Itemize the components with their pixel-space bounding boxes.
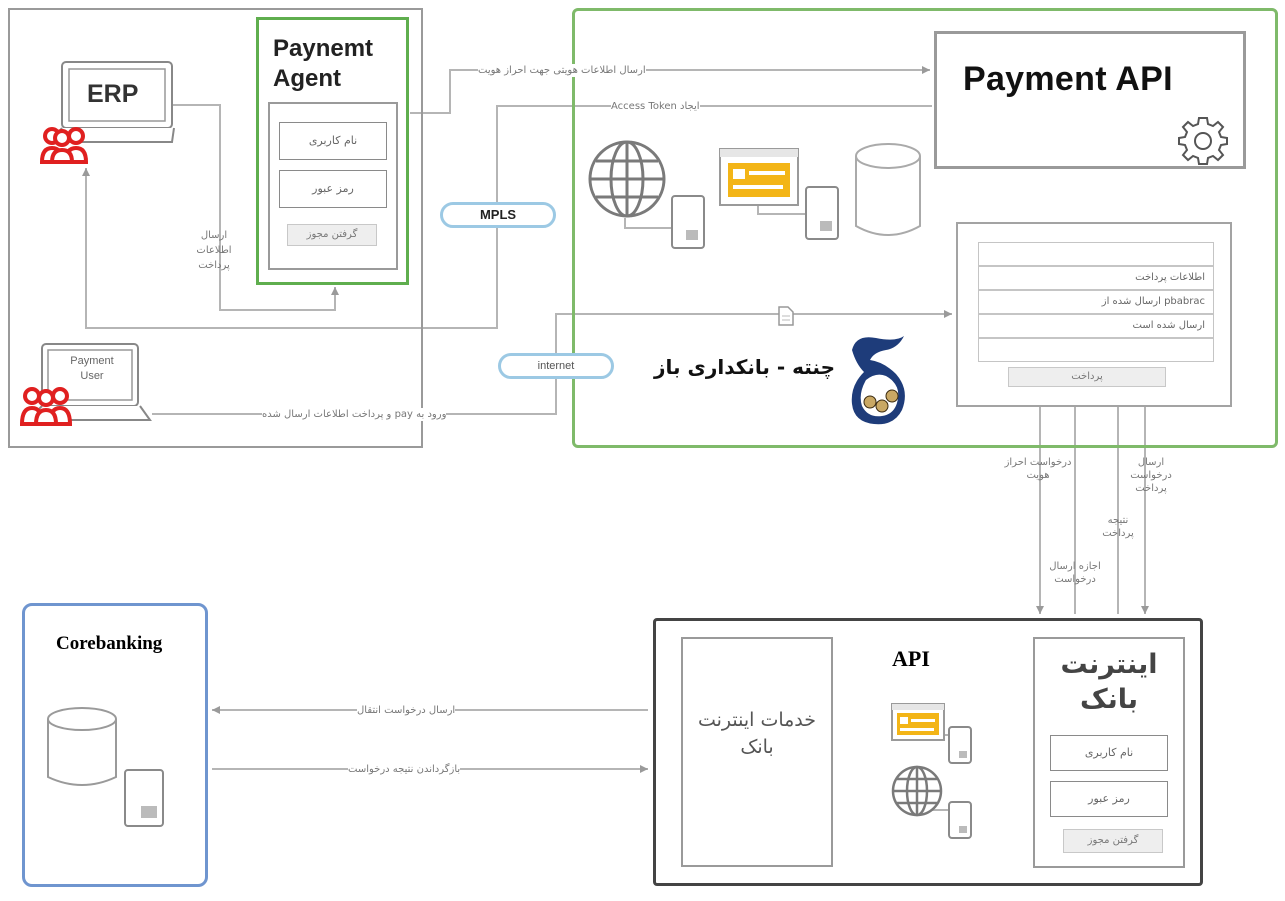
mobile-device-icon [671, 195, 705, 249]
agent-auth-button[interactable]: گرفتن مجوز [287, 224, 377, 246]
document-icon [778, 306, 794, 326]
right-openbanking-frame [572, 8, 1278, 448]
payment-form-row [978, 242, 1214, 266]
api-title: API [892, 646, 930, 671]
mobile-device-icon [124, 769, 164, 827]
payment-agent-login-panel: نام کاربری رمز عبور گرفتن مجوز [268, 102, 398, 270]
erp-label: ERP [87, 80, 139, 108]
agent-username-field[interactable]: نام کاربری [279, 122, 387, 160]
label-send-permission: اجازه ارسال درخواست [1049, 561, 1101, 585]
label-return-result: بازگرداندن نتیجه درخواست [348, 763, 461, 776]
payment-agent-title-line1: Paynemt [273, 35, 374, 62]
mobile-device-icon [805, 186, 839, 240]
globe-icon [891, 765, 943, 817]
label-access-token: ایجاد Access Token [611, 100, 700, 113]
label-transfer-request: ارسال درخواست انتقال [357, 704, 456, 717]
bank-username-field[interactable]: نام کاربری [1050, 735, 1168, 771]
corebanking-title: Corebanking [56, 633, 163, 654]
pay-button[interactable]: پرداخت [1008, 367, 1166, 387]
corebanking-frame [22, 603, 208, 887]
bank-api-frame [653, 618, 1203, 886]
internet-pill: internet [498, 353, 614, 379]
internet-bank-title: اینترنت بانک [1060, 649, 1158, 715]
payment-agent-title-line2: Agent [273, 65, 341, 92]
payment-form-row: ارسال شده است [978, 314, 1214, 338]
payment-form-row: pbabrac ارسال شده از [978, 290, 1214, 314]
bank-auth-button[interactable]: گرفتن مجوز [1063, 829, 1163, 853]
label-send-identity-info: ارسال اطلاعات هویتی جهت احراز هویت [478, 64, 646, 77]
payment-api-title: Payment API [963, 60, 1173, 98]
label-payment-result: نتیجه پرداخت [1102, 515, 1134, 539]
bank-services-title: خدمات اینترنت بانک [697, 709, 817, 758]
mpls-pill: MPLS [440, 202, 556, 228]
payment-api-box: Payment API [934, 31, 1246, 169]
brand-text: چنته - بانکداری باز [654, 355, 836, 379]
globe-icon [588, 140, 666, 218]
label-login-pay: ورود به pay و پرداخت اطلاعات ارسال شده [262, 408, 447, 421]
payment-agent-title: Paynemt Agent [273, 34, 373, 94]
gear-icon [1178, 117, 1228, 165]
label-send-payment-request: ارسال درخواست پرداخت [1130, 457, 1172, 494]
database-icon [855, 143, 921, 236]
label-send-payment-info: ارسال اطلاعات پرداخت [196, 230, 232, 271]
mobile-device-icon [948, 726, 972, 764]
user-group-icon [20, 387, 73, 426]
brand-logo-icon [851, 336, 905, 425]
payment-form-row: اطلاعات پرداخت [978, 266, 1214, 290]
erp-laptop-icon [40, 61, 175, 164]
card-screen-icon [891, 703, 945, 741]
user-group-icon [40, 127, 89, 164]
mobile-device-icon [948, 801, 972, 839]
payment-form-box: اطلاعات پرداخت pbabrac ارسال شده از ارسا… [956, 222, 1232, 407]
left-client-frame [8, 8, 423, 448]
card-screen-icon [719, 148, 799, 206]
payment-user-label: Payment User [52, 354, 132, 384]
arrow-agent-to-api [410, 66, 930, 114]
label-auth-request: درخواست احراز هویت [1004, 457, 1072, 481]
arrow-erp-to-agent [172, 104, 339, 311]
database-icon [47, 707, 117, 786]
bank-services-box: خدمات اینترنت بانک [681, 637, 833, 867]
payment-user-laptop-icon [20, 343, 152, 426]
payment-user-line2: User [80, 370, 104, 382]
agent-password-field[interactable]: رمز عبور [279, 170, 387, 208]
payment-form-row [978, 338, 1214, 362]
payment-agent-box: Paynemt Agent نام کاربری رمز عبور گرفتن … [256, 17, 409, 285]
internet-bank-box: اینترنت بانک نام کاربری رمز عبور گرفتن م… [1033, 637, 1185, 868]
payment-user-line1: Payment [70, 355, 114, 367]
bank-password-field[interactable]: رمز عبور [1050, 781, 1168, 817]
